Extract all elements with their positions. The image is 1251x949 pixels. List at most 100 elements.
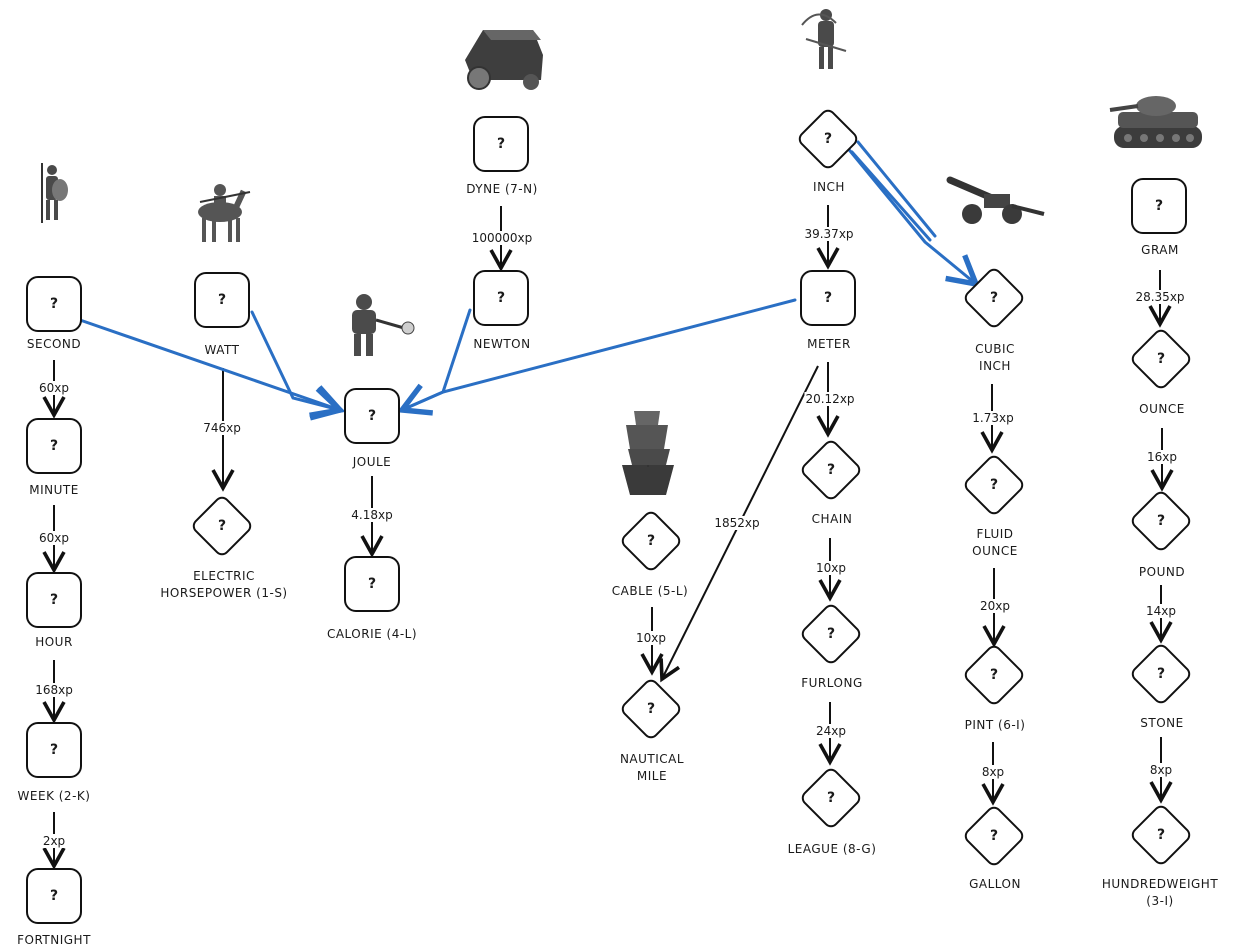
node-glyph: ?: [989, 477, 999, 493]
edge-meter-joule: [400, 298, 797, 412]
tank-icon: [1109, 96, 1202, 148]
node-glyph: ?: [367, 576, 377, 592]
node-glyph: ?: [646, 533, 656, 549]
knight-icon: [198, 184, 251, 242]
node-glyph: ?: [49, 592, 59, 608]
label-meter: METER: [807, 337, 851, 351]
label-fluid-ounce: FLUID OUNCE: [972, 527, 1018, 558]
label-league: LEAGUE (8-G): [787, 842, 877, 856]
node-glyph: ?: [1156, 827, 1166, 843]
node-glyph: ?: [496, 136, 506, 152]
edge-label: 168xp: [34, 683, 74, 697]
cannon-icon: [946, 176, 1045, 224]
edge-label: 1852xp: [713, 516, 761, 530]
node-glyph: ?: [1156, 513, 1166, 529]
node-glyph: ?: [367, 408, 377, 424]
node-glyph: ?: [826, 790, 836, 806]
edge-label: 24xp: [815, 724, 847, 738]
edge-label: 100000xp: [470, 231, 534, 245]
node-dyne[interactable]: ?: [473, 116, 529, 172]
label-week: WEEK (2-K): [17, 789, 91, 803]
label-newton: NEWTON: [473, 337, 531, 351]
label-calorie: CALORIE (4-L): [326, 627, 418, 641]
edge-second-joule: [78, 318, 346, 419]
node-glyph: ?: [1154, 198, 1164, 214]
label-nautical-mile: NAUTICAL MILE: [619, 752, 685, 783]
label-second: SECOND: [26, 337, 82, 351]
hoplite-icon: [41, 163, 68, 223]
edge-label: 28.35xp: [1134, 290, 1186, 304]
node-glyph: ?: [217, 292, 227, 308]
label-stone: STONE: [1140, 716, 1184, 730]
node-fortnight[interactable]: ?: [26, 868, 82, 924]
node-glyph: ?: [49, 296, 59, 312]
node-glyph: ?: [989, 290, 999, 306]
label-hundredweight: HUNDREDWEIGHT (3-I): [1101, 877, 1219, 908]
node-glyph: ?: [49, 888, 59, 904]
node-glyph: ?: [496, 290, 506, 306]
label-pint: PINT (6-I): [964, 718, 1026, 732]
node-newton[interactable]: ?: [473, 270, 529, 326]
node-week[interactable]: ?: [26, 722, 82, 778]
node-glyph: ?: [217, 518, 227, 534]
label-ounce: OUNCE: [1139, 402, 1185, 416]
edge-label: 2xp: [41, 834, 67, 848]
label-cubic-inch: CUBIC INCH: [975, 342, 1015, 373]
edge-label: 20xp: [979, 599, 1011, 613]
ship-icon: [622, 411, 674, 495]
label-watt: WATT: [204, 343, 240, 357]
node-glyph: ?: [826, 626, 836, 642]
label-chain: CHAIN: [811, 512, 853, 526]
edge-label: 60xp: [38, 381, 70, 395]
node-calorie[interactable]: ?: [344, 556, 400, 612]
node-minute[interactable]: ?: [26, 418, 82, 474]
label-dyne: DYNE (7-N): [466, 182, 538, 196]
node-glyph: ?: [646, 701, 656, 717]
label-gallon: GALLON: [969, 877, 1021, 891]
edge-label: 4.18xp: [350, 508, 394, 522]
node-watt[interactable]: ?: [194, 272, 250, 328]
label-pound: POUND: [1138, 565, 1186, 579]
label-inch: INCH: [813, 180, 845, 194]
node-gram[interactable]: ?: [1131, 178, 1187, 234]
edge-inch-cubicinch-stroke3: [856, 140, 937, 238]
node-glyph: ?: [49, 438, 59, 454]
edge-label: 16xp: [1146, 450, 1178, 464]
node-glyph: ?: [49, 742, 59, 758]
node-glyph: ?: [989, 667, 999, 683]
edge-label: 14xp: [1145, 604, 1177, 618]
label-furlong: FURLONG: [801, 676, 863, 690]
label-joule: JOULE: [352, 455, 392, 469]
edge-label: 8xp: [980, 765, 1006, 779]
label-cable: CABLE (5-L): [611, 584, 689, 598]
ram-icon: [465, 30, 543, 90]
edge-label: 746xp: [202, 421, 242, 435]
label-gram: GRAM: [1141, 243, 1179, 257]
label-minute: MINUTE: [29, 483, 79, 497]
edge-inch-cubicinch: [844, 144, 981, 288]
node-joule[interactable]: ?: [344, 388, 400, 444]
node-glyph: ?: [989, 828, 999, 844]
edge-label: 8xp: [1148, 763, 1174, 777]
edge-label: 20.12xp: [804, 392, 856, 406]
label-fortnight: FORTNIGHT: [17, 933, 91, 947]
node-glyph: ?: [823, 131, 833, 147]
node-glyph: ?: [1156, 666, 1166, 682]
node-glyph: ?: [823, 290, 833, 306]
label-hour: HOUR: [35, 635, 73, 649]
edge-label: 1.73xp: [971, 411, 1015, 425]
edge-watt-joule: [250, 310, 346, 421]
edge-label: 10xp: [635, 631, 667, 645]
label-electric-horsepower: ELECTRIC HORSEPOWER (1-S): [160, 569, 288, 600]
node-hour[interactable]: ?: [26, 572, 82, 628]
edge-label: 39.37xp: [803, 227, 855, 241]
edge-label: 60xp: [38, 531, 70, 545]
node-glyph: ?: [826, 462, 836, 478]
edge-inch-cubicinch-stroke2: [850, 150, 932, 242]
grenadier-icon: [352, 294, 415, 356]
archer-icon: [801, 9, 847, 69]
edge-label: 10xp: [815, 561, 847, 575]
node-meter[interactable]: ?: [800, 270, 856, 326]
node-second[interactable]: ?: [26, 276, 82, 332]
